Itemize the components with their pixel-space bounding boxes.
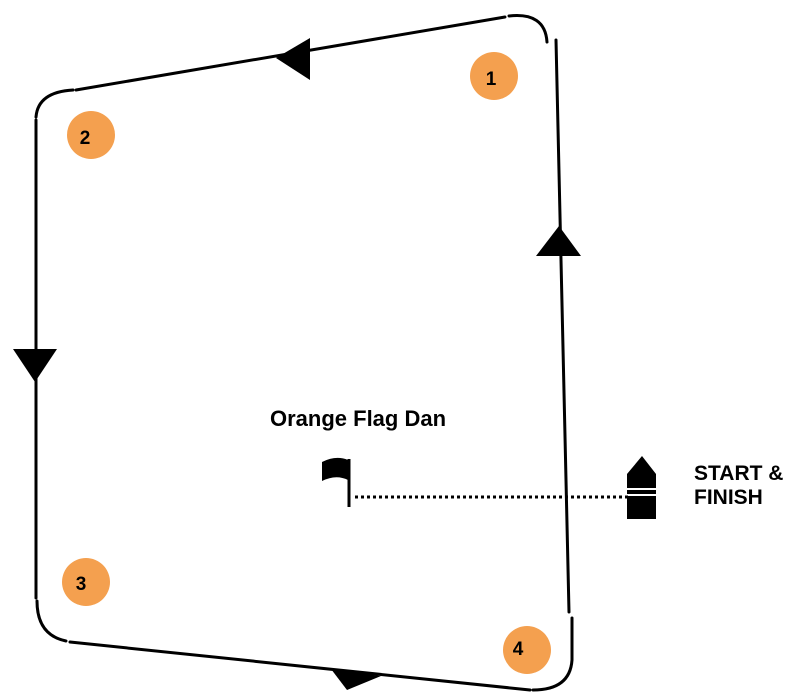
corner-bottom-right [531,616,574,692]
mark-1: 1 [470,52,518,100]
leg-right [554,38,571,614]
mark-buoy [62,558,110,606]
start-label-line1: START & [694,462,784,485]
course-boundary [34,14,574,692]
mark-buoy [470,52,518,100]
mark-buoy [67,111,115,159]
corner-bottom-left [35,599,68,643]
flag-label: Orange Flag Dan [270,406,447,431]
mark-2: 2 [67,111,115,159]
corner-top-left [34,88,75,119]
arrow-icon [276,38,310,80]
boat-icon [627,456,656,519]
mark-3: 3 [62,558,110,606]
leg-bottom [68,640,532,692]
start-finish-label: START & FINISH [694,462,783,510]
mark-4: 4 [503,626,551,674]
arrow-icon [13,349,57,382]
corner-top-right [507,14,549,44]
mark-number: 3 [76,574,87,595]
mark-number: 1 [486,69,497,90]
mark-number: 2 [80,128,91,149]
mark-number: 4 [513,639,524,660]
arrow-icon [536,226,581,256]
arrow-icon [331,669,381,690]
flag-icon [322,457,351,507]
direction-arrows [13,38,581,690]
mark-buoy [503,626,551,674]
start-label-line2: FINISH [694,486,763,509]
